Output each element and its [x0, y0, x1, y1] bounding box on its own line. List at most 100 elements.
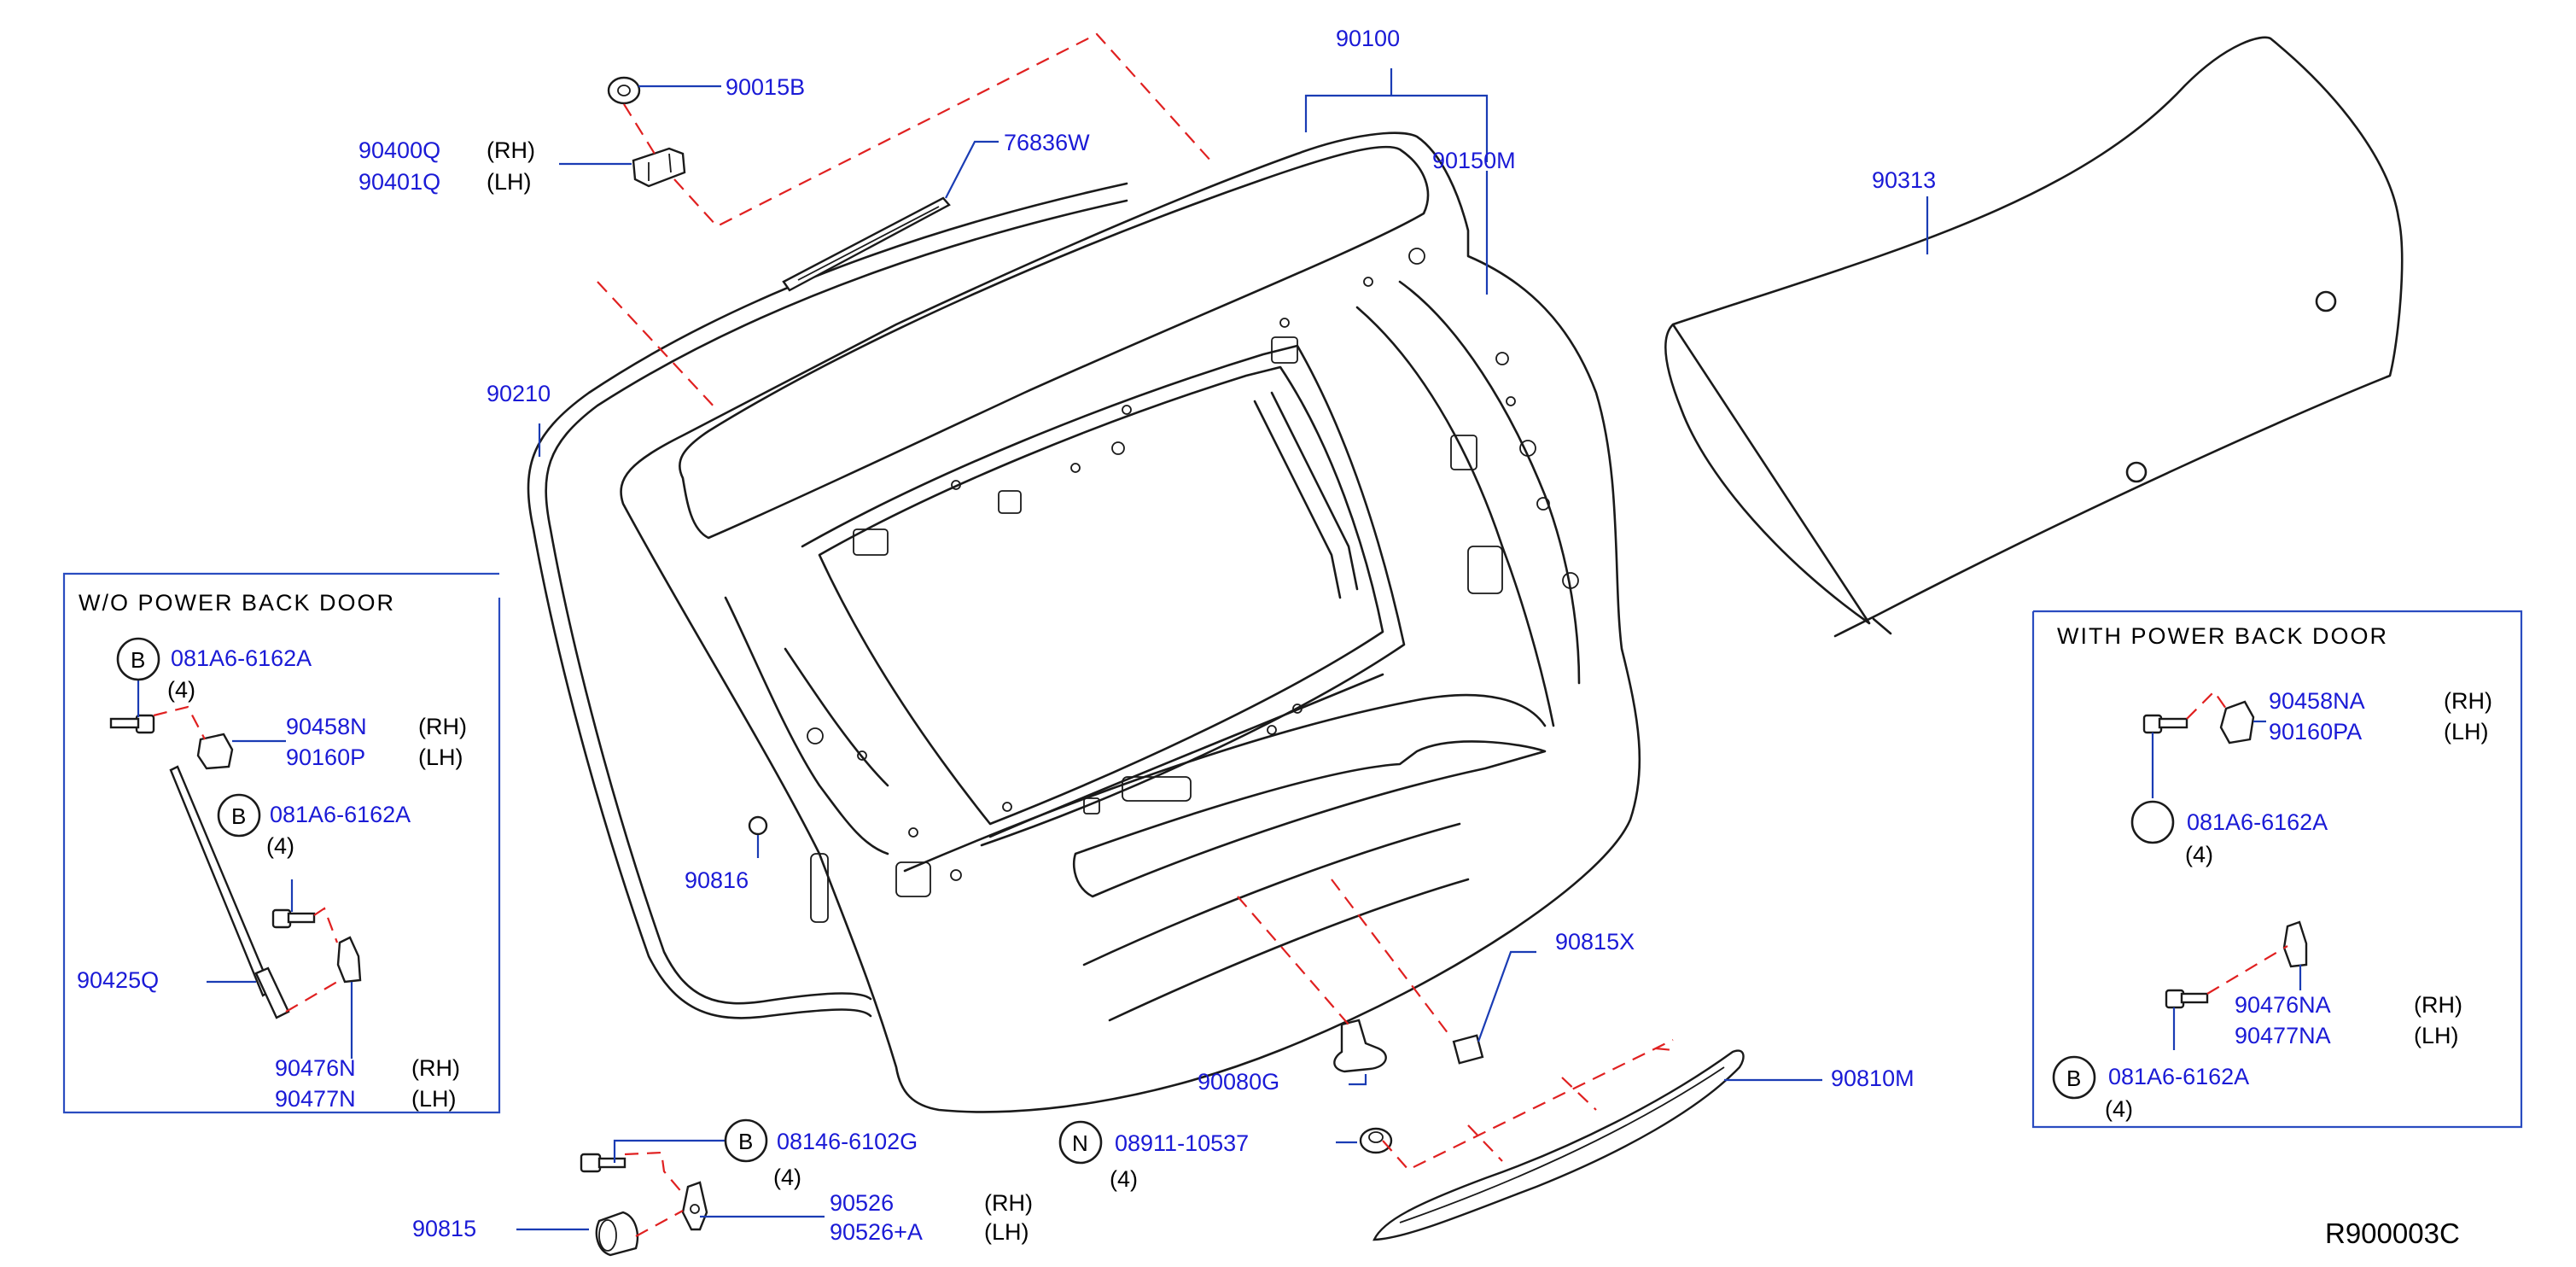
- back-door-character-line: [1082, 822, 1461, 966]
- bolt: [271, 908, 316, 929]
- with-power-panel-title: WITH POWER BACK DOOR: [2057, 623, 2388, 649]
- emblem-clip: [1333, 1019, 1387, 1073]
- side-label: (LH): [487, 169, 532, 195]
- part-number-label: 081A6-6162A: [2108, 1064, 2249, 1089]
- diagram-reference-code: R900003C: [2325, 1217, 2460, 1249]
- back-door-hinge: [632, 147, 686, 188]
- quantity-label: (4): [1110, 1166, 1138, 1192]
- part-number-label: 76836W: [1004, 130, 1090, 155]
- part-number-label: 90080G: [1198, 1069, 1279, 1095]
- without-power-panel-border: [62, 572, 501, 1114]
- part-number-label: 90015B: [726, 74, 805, 100]
- part-number-label: 90476N: [275, 1055, 356, 1081]
- back-door-side-frame: [1355, 306, 1555, 727]
- part-number-label: 90816: [685, 867, 749, 893]
- back-door-inner-rib: [988, 673, 1384, 838]
- part-number-label: 90477N: [275, 1086, 356, 1112]
- with-power-panel-border: [2031, 610, 2523, 1129]
- back-door-license-recess: [1072, 740, 1547, 898]
- gas-stay-bracket-lower: [2282, 920, 2308, 968]
- part-number-label: 90400Q: [358, 137, 440, 163]
- part-number-label: 90160P: [286, 744, 365, 770]
- bumper-rubber-hole: [617, 85, 631, 96]
- part-number-label: 90458N: [286, 714, 367, 739]
- glass-locator-hole: [2315, 290, 2337, 312]
- stop-lamp-seal-detail: [797, 206, 940, 281]
- glass-locator-hole: [2125, 461, 2148, 483]
- bolt: [109, 714, 155, 734]
- quantity-label: (4): [266, 833, 294, 859]
- part-number-label: 081A6-6162A: [2187, 809, 2328, 835]
- back-door-window-pillar: [1253, 391, 1359, 599]
- part-number-label: 90150M: [1432, 148, 1516, 173]
- back-door-inner-rib: [724, 596, 889, 855]
- back-door-gas-stay: [169, 765, 273, 997]
- part-number-label: 90458NA: [2269, 688, 2365, 714]
- bolt: [2142, 714, 2188, 734]
- part-number-label: 081A6-6162A: [270, 802, 411, 827]
- symbol-b-label: B: [231, 803, 246, 829]
- side-label: (RH): [2444, 688, 2492, 714]
- callout-symbols: [116, 637, 2175, 1165]
- striker-hole: [690, 1204, 700, 1214]
- part-number-label: 90160PA: [2269, 719, 2362, 744]
- without-power-panel-title: W/O POWER BACK DOOR: [79, 590, 395, 616]
- back-door-lower-finisher: [1373, 1049, 1745, 1241]
- lower-finisher-edge: [1399, 1066, 1725, 1223]
- back-door-inner-rib: [784, 647, 889, 787]
- quantity-label: (4): [2105, 1096, 2133, 1122]
- part-number-label: 90210: [487, 381, 551, 406]
- bolt: [2165, 989, 2209, 1009]
- back-door-weatherstrip: [527, 182, 1128, 1019]
- bumper-face: [598, 1219, 617, 1252]
- part-number-label: 08146-6102G: [777, 1129, 918, 1154]
- symbol-b-label: B: [738, 1129, 753, 1154]
- side-label: (LH): [984, 1219, 1029, 1245]
- leader-lines: [137, 68, 2302, 1231]
- part-number-label: 90526: [830, 1190, 894, 1216]
- side-label: (LH): [411, 1086, 457, 1112]
- bolt: [580, 1153, 627, 1173]
- part-number-label: 90526+A: [830, 1219, 923, 1245]
- gas-stay-bracket-upper: [196, 733, 234, 770]
- gas-stay-cylinder: [254, 966, 290, 1019]
- symbol-b-label: B: [131, 647, 145, 673]
- back-door-glass: [1664, 36, 2404, 638]
- symbol-n-label: N: [1072, 1130, 1088, 1156]
- part-number-label: 90477NA: [2235, 1023, 2331, 1048]
- side-label: (LH): [418, 744, 463, 770]
- back-door-side-frame: [1398, 280, 1581, 685]
- side-label: (LH): [2444, 719, 2489, 744]
- gas-stay-bracket-lower: [336, 936, 362, 984]
- side-label: (RH): [411, 1055, 460, 1081]
- part-number-label: 90815X: [1555, 929, 1635, 955]
- back-door-upper-spoiler: [678, 145, 1430, 540]
- assembly-guide-lines: [153, 32, 2288, 1237]
- back-door-character-line: [1108, 878, 1470, 1022]
- back-door-weatherstrip-inner: [545, 199, 1128, 1005]
- symbol-b-label: B: [2066, 1066, 2081, 1091]
- back-door-hinge-detail: [648, 153, 672, 181]
- door-striker: [681, 1181, 708, 1231]
- side-label: (RH): [418, 714, 467, 739]
- side-label: (RH): [2414, 992, 2462, 1018]
- quantity-label: (4): [2185, 842, 2213, 867]
- back-door-window-opening: [818, 365, 1384, 826]
- gas-stay-bracket-upper: [2219, 700, 2255, 744]
- bumper-rubber: [607, 76, 641, 105]
- part-number-label: 90476NA: [2235, 992, 2331, 1018]
- part-number-label: 90401Q: [358, 169, 440, 195]
- nut-grommet: [1359, 1127, 1393, 1154]
- back-door-holes: [807, 248, 1579, 923]
- quantity-label: (4): [167, 677, 195, 703]
- quantity-label: (4): [773, 1165, 801, 1190]
- nut-grommet-hole: [1368, 1131, 1384, 1143]
- part-number-label: 90810M: [1831, 1066, 1915, 1091]
- side-label: (LH): [2414, 1023, 2459, 1048]
- part-number-label: 90100: [1336, 26, 1400, 51]
- side-label: (RH): [984, 1190, 1033, 1216]
- side-label: (RH): [487, 137, 535, 163]
- part-number-label: 90425Q: [77, 967, 159, 993]
